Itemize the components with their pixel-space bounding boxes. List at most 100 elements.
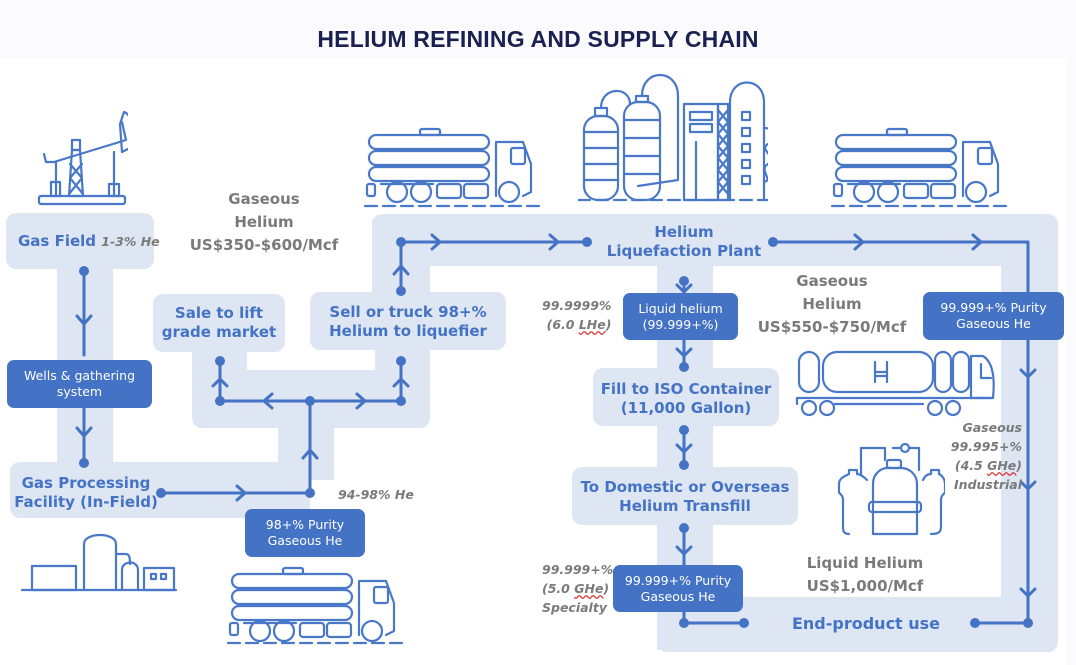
- liquefaction-line1: Helium: [654, 223, 714, 241]
- iso-line1: Fill to ISO Container: [600, 380, 772, 398]
- arrow-down-icon: [1019, 368, 1037, 379]
- purity-right-line2: Gaseous He: [956, 316, 1031, 331]
- node-wells-gathering: Wells & gathering system: [7, 360, 152, 408]
- price-line: Gaseous: [796, 272, 868, 290]
- annotation-line: Gaseous: [962, 420, 1022, 435]
- processing-facility-icon: [18, 530, 178, 600]
- arrow-right-icon: [355, 392, 367, 410]
- arrow-down-icon: [75, 314, 93, 326]
- node-liquid-helium: Liquid helium (99.999+%): [623, 293, 738, 340]
- annotation-line: 99.995+%: [950, 439, 1022, 454]
- flow-node: [396, 237, 406, 247]
- flow-node: [396, 396, 406, 406]
- node-99999-purity-bottom: 99.999+% Purity Gaseous He: [613, 565, 743, 612]
- arrow-down-icon: [1019, 480, 1037, 491]
- sell-truck-line1: Sell or truck 98+%: [329, 303, 487, 321]
- band-transfill: [572, 467, 798, 525]
- price-line: Helium: [234, 213, 294, 231]
- tube-trailer-truck-icon: [830, 126, 1010, 212]
- flow-node: [679, 362, 689, 372]
- arrow-down-icon: [1019, 587, 1037, 598]
- annotation-6-lhe: 99.9999% (6.0 LHe): [542, 296, 611, 334]
- band-center-vertical: [278, 420, 334, 480]
- arrow-down-icon: [675, 347, 693, 358]
- arrow-right-icon: [548, 233, 560, 251]
- arrow-up-icon: [211, 377, 229, 388]
- sale-lift-line1: Sale to lift: [174, 304, 264, 322]
- refinery-plant-icon: [576, 70, 777, 206]
- flow-node: [679, 618, 689, 628]
- sell-truck-line2: Helium to liquefier: [329, 322, 487, 340]
- price-gaseous-high: Gaseous Helium US$550-$750/Mcf: [748, 270, 916, 339]
- annotation-45-ghe: Gaseous 99.995+% (4.5 GHe) Industrial: [948, 418, 1022, 494]
- diagram-canvas: [0, 58, 1066, 665]
- iso-line2: (11,000 Gallon): [620, 399, 752, 417]
- flow-node: [396, 286, 406, 296]
- flow-node: [79, 458, 89, 468]
- annotation-line: 99.999+%: [542, 562, 614, 577]
- arrow-left-icon: [262, 392, 274, 410]
- flow-node: [582, 237, 592, 247]
- arrow-up-icon: [392, 377, 410, 388]
- arrow-right-icon: [971, 233, 983, 251]
- flow-node: [679, 425, 689, 435]
- wells-line2: system: [56, 384, 103, 399]
- arrow-up-icon: [301, 448, 319, 460]
- purity98-line2: Gaseous He: [267, 533, 343, 548]
- price-line: Gaseous: [228, 190, 300, 208]
- price-line: US$350-$600/Mcf: [189, 236, 339, 254]
- tube-trailer-truck-icon: [363, 126, 543, 212]
- node-gas-processing: Gas Processing Facility (In-Field): [12, 474, 160, 512]
- annotation-line: 99.9999%: [542, 298, 612, 313]
- tube-trailer-truck-icon: [226, 565, 406, 651]
- node-iso-container: Fill to ISO Container (11,000 Gallon): [593, 380, 779, 418]
- price-gaseous-low: Gaseous Helium US$350-$600/Mcf: [180, 188, 348, 257]
- node-gas-field: Gas Field 1-3% He: [18, 232, 160, 251]
- flow-node: [739, 618, 749, 628]
- annotation-line: Industrial: [954, 477, 1022, 492]
- flow-node: [679, 523, 689, 533]
- flow-node: [215, 356, 225, 366]
- purity98-line1: 98+% Purity: [265, 517, 345, 532]
- liquefaction-line2: Liquefaction Plant: [606, 242, 762, 260]
- price-line: US$1,000/Mcf: [806, 577, 924, 595]
- annotation-line: (5.0 GHe): [542, 581, 610, 596]
- purity-bottom-line2: Gaseous He: [640, 588, 716, 604]
- price-liquid: Liquid Helium US$1,000/Mcf: [790, 552, 940, 598]
- arrow-right-icon: [235, 484, 247, 502]
- flow-node: [79, 266, 89, 276]
- annotation-94-98-he: 94-98% He: [338, 487, 414, 502]
- flow-node: [679, 460, 689, 470]
- node-98-purity: 98+% Purity Gaseous He: [245, 509, 365, 557]
- wells-line1: Wells & gathering: [23, 368, 136, 383]
- price-line: Helium: [802, 295, 862, 313]
- node-99999-purity-right: 99.999+% Purity Gaseous He: [923, 292, 1064, 340]
- purity-bottom-line1: 99.999+% Purity: [624, 572, 732, 588]
- price-line: US$550-$750/Mcf: [757, 318, 907, 336]
- pump-jack-icon: [36, 104, 134, 214]
- arrow-down-icon: [675, 283, 693, 294]
- node-liquefaction-plant: Helium Liquefaction Plant: [595, 223, 773, 261]
- price-line: Liquid Helium: [806, 554, 924, 572]
- liquid-helium-line2: (99.999+%): [642, 316, 719, 332]
- transfill-line1: To Domestic or Overseas: [580, 478, 790, 496]
- flow-node: [305, 396, 315, 406]
- annotation-line: (4.5 GHe): [954, 458, 1022, 473]
- arrow-down-icon: [75, 426, 93, 438]
- processing-line2: Facility (In-Field): [14, 493, 158, 511]
- transfill-line2: Helium Transfill: [619, 497, 751, 515]
- annotation-5-ghe: 99.999+% (5.0 GHe) Specialty: [542, 560, 613, 617]
- processing-line1: Gas Processing: [21, 474, 151, 492]
- purity-right-line1: 99.999+% Purity: [940, 300, 1047, 315]
- arrow-down-icon: [675, 545, 693, 556]
- flow-node: [679, 276, 689, 286]
- band-top-horizontal: [372, 214, 1058, 266]
- flow-node: [156, 488, 166, 498]
- iso-tanker-truck-icon: [795, 348, 995, 422]
- node-sale-lift: Sale to lift grade market: [153, 304, 285, 342]
- arrow-right-icon: [853, 233, 865, 251]
- flow-node: [215, 396, 225, 406]
- liquid-helium-line1: Liquid helium: [638, 300, 723, 316]
- node-end-product-use: End-product use: [791, 614, 941, 633]
- arrow-down-icon: [675, 443, 693, 454]
